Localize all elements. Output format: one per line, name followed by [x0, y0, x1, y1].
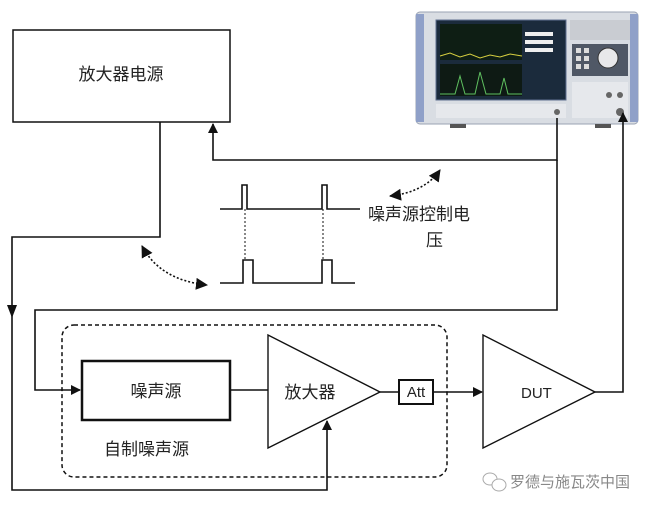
control-voltage-label-cont: 压: [426, 231, 443, 251]
watermark-text: 罗德与施瓦茨中国: [510, 473, 630, 491]
double-arrow-icon: [141, 245, 208, 290]
control-line-to-power-supply: [208, 118, 558, 161]
pulse-waveforms: [220, 184, 360, 284]
control-line-to-noise-source: [34, 160, 558, 395]
amplifier-power-supply: 放大器电源: [12, 29, 231, 123]
attenuator-block: Att: [398, 379, 434, 405]
dut-output-to-analyzer: [595, 112, 628, 393]
homemade-noise-source-group: [61, 324, 448, 478]
amplifier-block: 放大器: [267, 333, 382, 450]
wechat-icon: [482, 472, 507, 492]
watermark: 罗德与施瓦茨中国: [482, 472, 630, 492]
amplifier-label: 放大器: [285, 383, 336, 403]
power-line-to-amplifier: [11, 122, 332, 491]
double-arrow-icon: [389, 169, 441, 201]
homemade-noise-source-label: 自制噪声源: [104, 440, 189, 460]
signal-analyzer-image: [415, 11, 639, 128]
attenuator-label: Att: [407, 384, 426, 401]
dut-label: DUT: [521, 385, 552, 402]
noise-source-label: 噪声源: [131, 382, 182, 402]
noise-source-block: 噪声源: [80, 359, 232, 422]
power-supply-label: 放大器电源: [79, 65, 164, 85]
down-arrow-icon: [7, 305, 17, 318]
dut-block: DUT: [482, 333, 597, 450]
control-voltage-label: 噪声源控制电: [368, 205, 470, 225]
